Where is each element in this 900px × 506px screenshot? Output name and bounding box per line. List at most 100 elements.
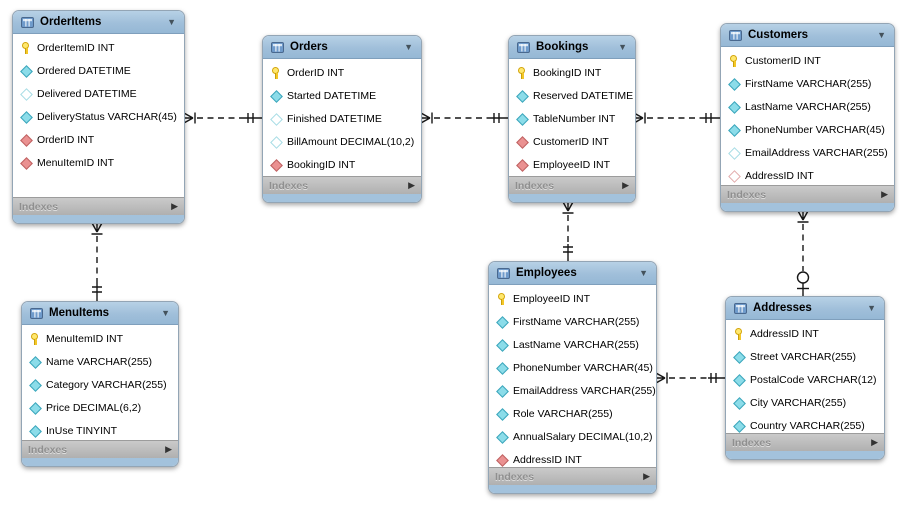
- entity-table-orderitems[interactable]: OrderItems ▼ OrderItemID INT Ordered DAT…: [12, 10, 185, 224]
- foreign-key-icon: [270, 159, 282, 171]
- field-row[interactable]: BillAmount DECIMAL(10,2): [263, 130, 421, 153]
- field-row[interactable]: EmployeeID INT: [489, 287, 656, 310]
- relationship-bookings-employees[interactable]: [561, 200, 575, 261]
- expand-arrow-icon[interactable]: ▶: [871, 437, 878, 447]
- field-label: City VARCHAR(255): [750, 396, 847, 409]
- crow-foot-marker: [561, 200, 575, 214]
- field-row[interactable]: EmailAddress VARCHAR(255): [489, 379, 656, 402]
- entity-table-addresses[interactable]: Addresses ▼ AddressID INT Street VARCHAR…: [725, 296, 885, 460]
- table-header[interactable]: Bookings ▼: [509, 36, 635, 59]
- field-row[interactable]: OrderID INT: [13, 128, 184, 151]
- expand-arrow-icon[interactable]: ▶: [165, 444, 172, 454]
- expand-arrow-icon[interactable]: ▶: [408, 180, 415, 190]
- primary-key-icon: [496, 292, 508, 305]
- table-bottom-strip: [726, 451, 884, 459]
- field-row[interactable]: TableNumber INT: [509, 107, 635, 130]
- collapse-triangle-icon[interactable]: ▼: [167, 16, 176, 27]
- field-row[interactable]: AddressID INT: [489, 448, 656, 467]
- field-row[interactable]: Started DATETIME: [263, 84, 421, 107]
- expand-arrow-icon[interactable]: ▶: [171, 201, 178, 211]
- relationship-orders-bookings[interactable]: [419, 111, 508, 125]
- column-notnull-icon: [496, 339, 508, 351]
- field-row[interactable]: PhoneNumber VARCHAR(45): [721, 118, 894, 141]
- field-row[interactable]: OrderID INT: [263, 61, 421, 84]
- relationship-employees-addresses[interactable]: [654, 371, 725, 385]
- entity-table-menuitems[interactable]: MenuItems ▼ MenuItemID INT Name VARCHAR(…: [21, 301, 179, 467]
- relationship-orderitems-menuitems[interactable]: [90, 221, 104, 301]
- table-header[interactable]: Employees ▼: [489, 262, 656, 285]
- indexes-bar[interactable]: Indexes ▶: [726, 433, 884, 451]
- collapse-triangle-icon[interactable]: ▼: [161, 307, 170, 318]
- table-header[interactable]: OrderItems ▼: [13, 11, 184, 34]
- field-row[interactable]: Finished DATETIME: [263, 107, 421, 130]
- collapse-triangle-icon[interactable]: ▼: [639, 267, 648, 278]
- collapse-triangle-icon[interactable]: ▼: [867, 302, 876, 313]
- field-row[interactable]: EmailAddress VARCHAR(255): [721, 141, 894, 164]
- field-row[interactable]: FirstName VARCHAR(255): [489, 310, 656, 333]
- table-fields: AddressID INT Street VARCHAR(255) Postal…: [726, 320, 884, 433]
- primary-key-icon: [733, 327, 745, 340]
- field-row[interactable]: Name VARCHAR(255): [22, 350, 178, 373]
- relationship-orderitems-orders[interactable]: [182, 111, 262, 125]
- field-row[interactable]: EmployeeID INT: [509, 153, 635, 176]
- field-row[interactable]: AnnualSalary DECIMAL(10,2): [489, 425, 656, 448]
- field-row[interactable]: Country VARCHAR(255): [726, 414, 884, 433]
- field-row[interactable]: CustomerID INT: [721, 49, 894, 72]
- field-row[interactable]: InUse TINYINT: [22, 419, 178, 440]
- field-row[interactable]: Delivered DATETIME: [13, 82, 184, 105]
- field-row[interactable]: AddressID INT: [726, 322, 884, 345]
- entity-table-orders[interactable]: Orders ▼ OrderID INT Started DATETIME Fi…: [262, 35, 422, 203]
- field-row[interactable]: PhoneNumber VARCHAR(45): [489, 356, 656, 379]
- indexes-bar[interactable]: Indexes ▶: [263, 176, 421, 194]
- entity-table-bookings[interactable]: Bookings ▼ BookingID INT Reserved DATETI…: [508, 35, 636, 203]
- indexes-label: Indexes: [515, 179, 555, 192]
- field-row[interactable]: MenuItemID INT: [13, 151, 184, 174]
- field-row[interactable]: LastName VARCHAR(255): [721, 95, 894, 118]
- indexes-bar[interactable]: Indexes ▶: [13, 197, 184, 215]
- table-header[interactable]: Orders ▼: [263, 36, 421, 59]
- field-row[interactable]: Role VARCHAR(255): [489, 402, 656, 425]
- field-row[interactable]: FirstName VARCHAR(255): [721, 72, 894, 95]
- collapse-triangle-icon[interactable]: ▼: [618, 41, 627, 52]
- column-notnull-icon: [733, 374, 745, 386]
- column-notnull-icon: [728, 124, 740, 136]
- indexes-bar[interactable]: Indexes ▶: [721, 185, 894, 203]
- field-row[interactable]: AddressID INT: [721, 164, 894, 185]
- field-row[interactable]: Reserved DATETIME: [509, 84, 635, 107]
- field-row[interactable]: PostalCode VARCHAR(12): [726, 368, 884, 391]
- field-row[interactable]: MenuItemID INT: [22, 327, 178, 350]
- indexes-bar[interactable]: Indexes ▶: [509, 176, 635, 194]
- field-row[interactable]: BookingID INT: [263, 153, 421, 176]
- entity-table-customers[interactable]: Customers ▼ CustomerID INT FirstName VAR…: [720, 23, 895, 212]
- field-row[interactable]: Category VARCHAR(255): [22, 373, 178, 396]
- expand-arrow-icon[interactable]: ▶: [881, 189, 888, 199]
- indexes-bar[interactable]: Indexes ▶: [22, 440, 178, 458]
- field-row[interactable]: Price DECIMAL(6,2): [22, 396, 178, 419]
- table-title: Customers: [748, 29, 809, 41]
- table-header[interactable]: Customers ▼: [721, 24, 894, 47]
- field-row[interactable]: OrderItemID INT: [13, 36, 184, 59]
- field-label: Country VARCHAR(255): [750, 419, 865, 432]
- field-label: BookingID INT: [533, 66, 602, 79]
- field-row[interactable]: Street VARCHAR(255): [726, 345, 884, 368]
- expand-arrow-icon[interactable]: ▶: [643, 471, 650, 481]
- table-header[interactable]: MenuItems ▼: [22, 302, 178, 325]
- field-label: Street VARCHAR(255): [750, 350, 857, 363]
- expand-arrow-icon[interactable]: ▶: [622, 180, 629, 190]
- table-header[interactable]: Addresses ▼: [726, 297, 884, 320]
- field-row[interactable]: LastName VARCHAR(255): [489, 333, 656, 356]
- collapse-triangle-icon[interactable]: ▼: [877, 29, 886, 40]
- field-row[interactable]: CustomerID INT: [509, 130, 635, 153]
- field-row[interactable]: City VARCHAR(255): [726, 391, 884, 414]
- indexes-bar[interactable]: Indexes ▶: [489, 467, 656, 485]
- collapse-triangle-icon[interactable]: ▼: [404, 41, 413, 52]
- field-label: InUse TINYINT: [46, 424, 117, 437]
- field-row[interactable]: Ordered DATETIME: [13, 59, 184, 82]
- relationship-customers-addresses[interactable]: [796, 209, 810, 296]
- table-icon: [729, 29, 742, 41]
- field-row[interactable]: DeliveryStatus VARCHAR(45): [13, 105, 184, 128]
- entity-table-employees[interactable]: Employees ▼ EmployeeID INT FirstName VAR…: [488, 261, 657, 494]
- relationship-bookings-customers[interactable]: [632, 111, 720, 125]
- field-row[interactable]: BookingID INT: [509, 61, 635, 84]
